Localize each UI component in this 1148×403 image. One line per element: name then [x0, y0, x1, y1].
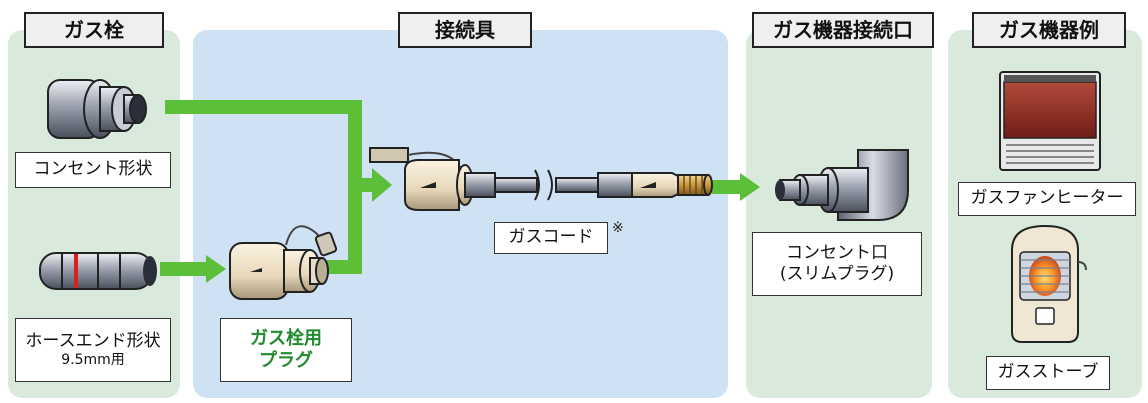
concent-shape-label: コンセント形状 — [15, 152, 171, 188]
gas-cord-illustration — [369, 147, 713, 211]
concent-port-text-1: コンセント口 — [786, 242, 888, 263]
fan-heater-label: ガスファンヒーター — [958, 182, 1136, 216]
connector-header: 接続具 — [398, 12, 532, 48]
concent-port-label: コンセント口 (スリムプラグ) — [752, 232, 922, 296]
gas-stove-text: ガスストーブ — [997, 362, 1099, 383]
hose-end-text-2: 9.5mm用 — [61, 351, 125, 368]
concent-port-illustration — [775, 149, 909, 221]
gas-cord-note: ※ — [612, 220, 624, 236]
hose-end-text-1: ホースエンド形状 — [25, 330, 161, 351]
appliance-example-header: ガス機器例 — [972, 12, 1126, 48]
connection-lines — [160, 100, 760, 283]
hose-end-label: ホースエンド形状 9.5mm用 — [15, 318, 171, 382]
gas-stove-illustration — [1011, 224, 1087, 343]
plug-text-1: ガス栓用 — [250, 327, 322, 349]
gas-cord-text: ガスコード — [508, 227, 594, 248]
hose-end-tap-illustration — [39, 252, 157, 290]
gas-stove-label: ガスストーブ — [986, 356, 1110, 390]
gas-tap-header: ガス栓 — [24, 12, 164, 48]
gas-cord-label: ガスコード — [494, 222, 608, 254]
concent-port-text-2: (スリムプラグ) — [779, 264, 895, 284]
concent-shape-text: コンセント形状 — [33, 159, 153, 180]
gas-tap-plug-illustration — [229, 225, 338, 300]
concent-tap-illustration — [47, 79, 147, 139]
fan-heater-text: ガスファンヒーター — [970, 188, 1124, 209]
fan-heater-illustration — [999, 71, 1101, 171]
plug-text-2: プラグ — [259, 350, 313, 371]
appliance-inlet-header: ガス機器接続口 — [752, 12, 934, 48]
plug-label: ガス栓用 プラグ — [220, 318, 352, 382]
